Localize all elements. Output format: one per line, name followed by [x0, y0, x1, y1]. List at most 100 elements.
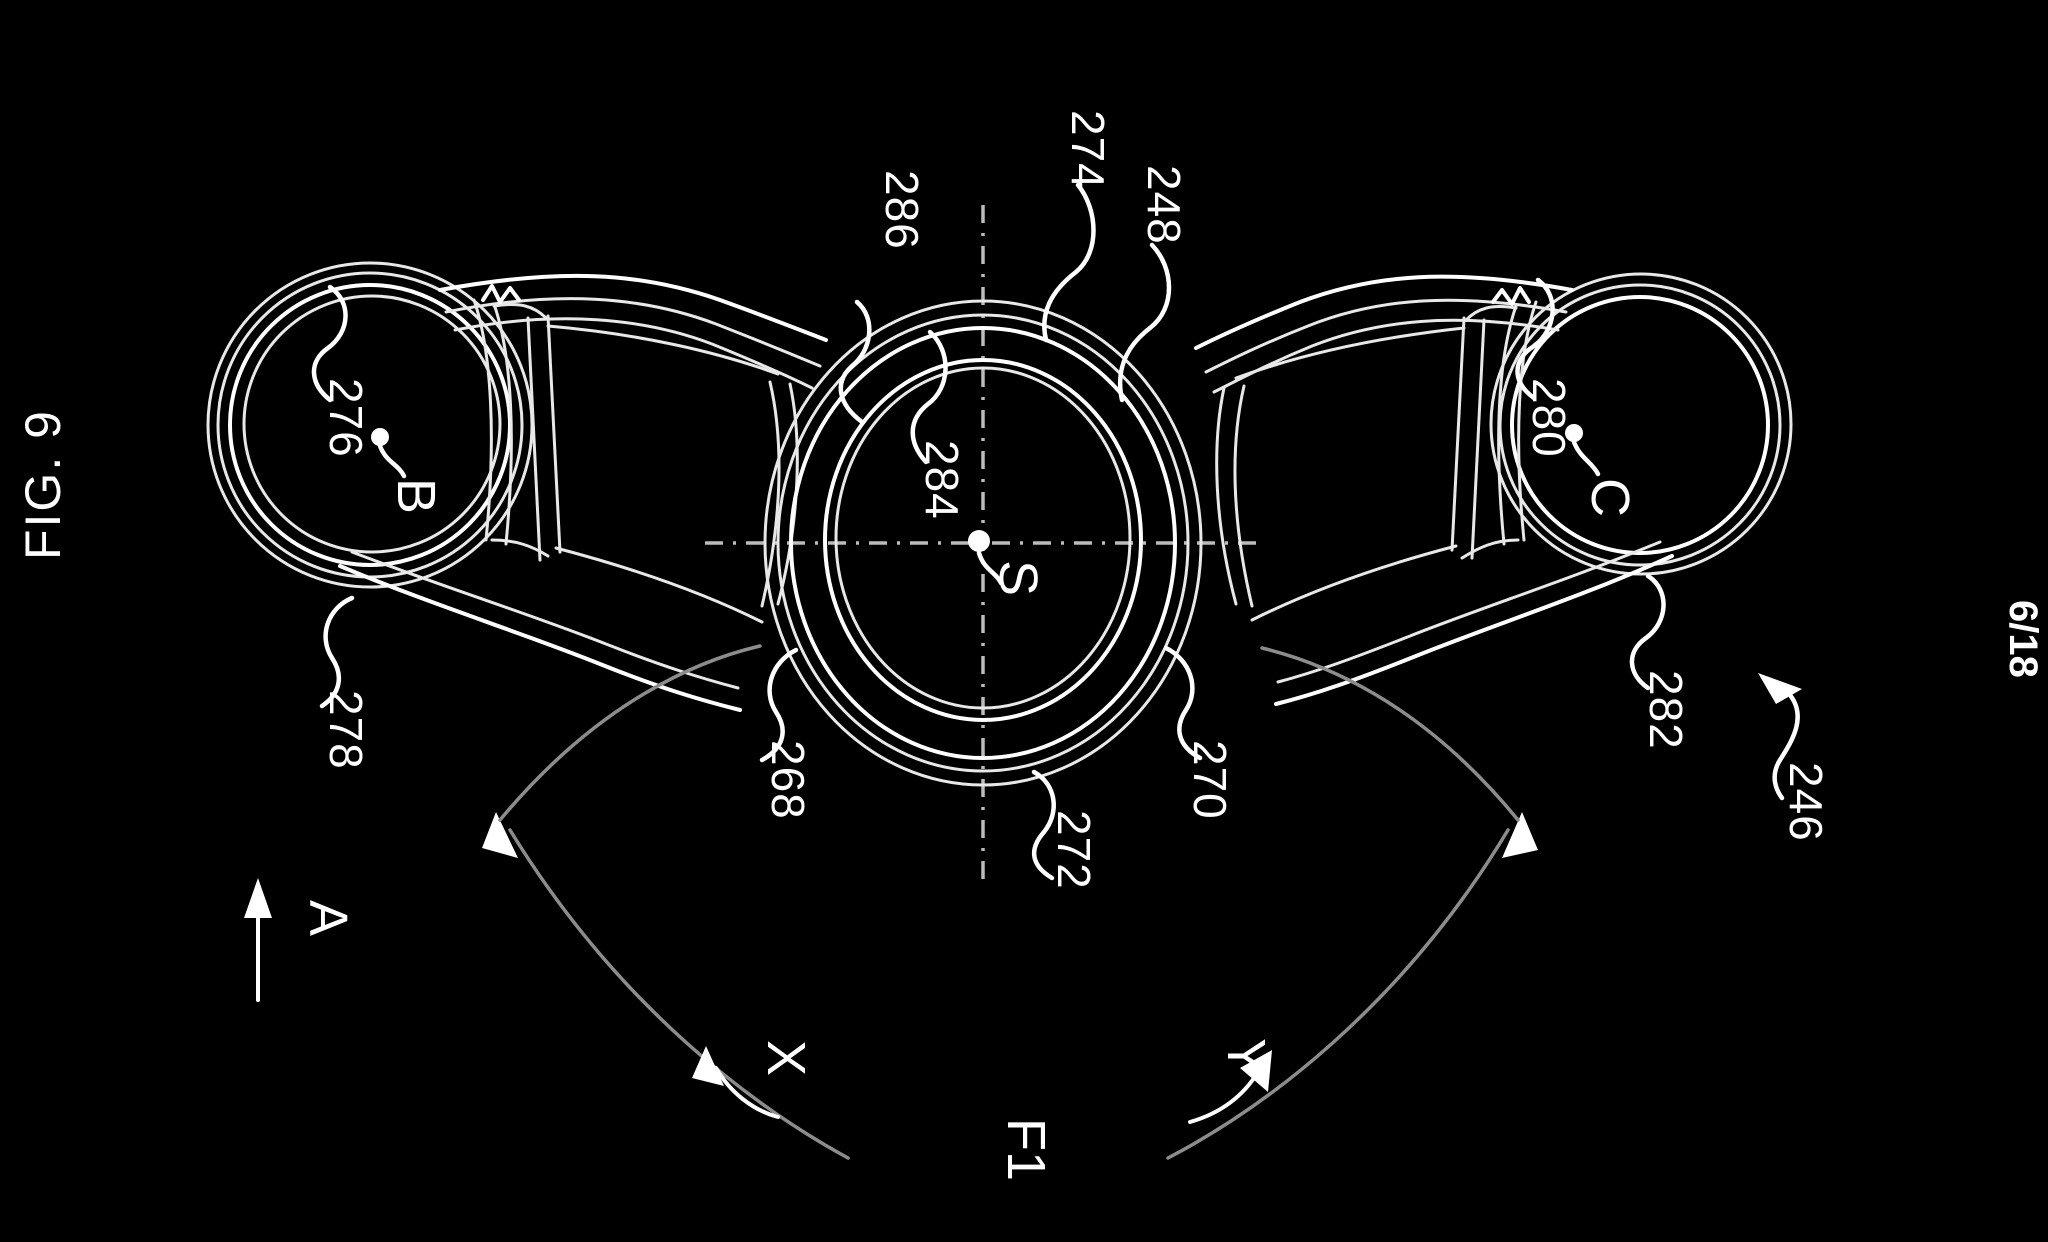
arc-left-upper — [498, 644, 762, 822]
callout-270: 270 — [1163, 645, 1236, 820]
right-upper-contour-inner-2 — [1212, 318, 1560, 394]
left-rib-edge-b — [546, 314, 562, 554]
right-rim-notch — [1491, 286, 1531, 306]
leader-C — [1571, 439, 1601, 477]
point-marker-B: B — [371, 428, 446, 514]
right-lower-contour-outer — [1274, 554, 1674, 706]
arc-right-upper — [1260, 646, 1520, 822]
callout-274: 274 — [1042, 110, 1114, 343]
arrow-X-curve — [714, 1066, 780, 1119]
left-pocket-top-join — [492, 303, 548, 320]
right-rib-edge-b — [1450, 316, 1466, 552]
arrow-Y-head — [1240, 1050, 1272, 1092]
callout-272: 272 — [1031, 769, 1100, 890]
leader-B — [377, 443, 407, 479]
right-upper-contour-outer — [1194, 274, 1574, 350]
left-boss-bore-circle — [242, 294, 502, 554]
ref-label-246: 246 — [1780, 762, 1832, 842]
leader-280 — [319, 595, 355, 709]
hub-outer-ellipse — [789, 326, 1177, 760]
arrowhead-246 — [1758, 673, 1802, 704]
right-rib-left-edge-2 — [1233, 384, 1254, 608]
point-marker-S: S — [968, 530, 1048, 596]
ref-label-268: 268 — [762, 740, 814, 820]
left-rim-notch — [481, 284, 521, 304]
left-rib-edge-a — [526, 316, 542, 562]
ref-label-280: 278 — [320, 690, 372, 770]
hub-bore-ellipse — [823, 358, 1143, 722]
right-pocket-top-join — [1464, 305, 1518, 322]
leader-274 — [1042, 182, 1096, 343]
point-label-S: S — [988, 560, 1048, 596]
left-rib-bottom — [554, 546, 764, 624]
hub-outer-ellipse-2 — [776, 313, 1190, 773]
left-upper-contour-inner-2 — [453, 317, 814, 390]
point-dot-C — [1565, 424, 1583, 442]
left-pocket-edge-b — [492, 302, 513, 546]
right-upper-contour-inner — [1204, 298, 1568, 374]
right-rib-left-edge — [1215, 386, 1238, 606]
left-rib-top — [546, 324, 780, 376]
direction-label-X: X — [756, 1040, 816, 1076]
right-lower-contour-inner — [1276, 540, 1662, 684]
ref-label-274: 274 — [1062, 110, 1114, 190]
point-dot-S — [968, 530, 990, 552]
leader-S — [976, 550, 1004, 586]
right-rib-bottom — [1250, 544, 1458, 622]
callout-248: 248 — [1117, 165, 1190, 403]
point-dot-B — [371, 428, 389, 446]
ref-label-270: 270 — [1184, 740, 1236, 820]
ref-label-272: 272 — [1048, 810, 1100, 890]
left-pocket-bottom-join — [490, 538, 550, 558]
right-rib-top — [1234, 326, 1466, 380]
leader-286 — [838, 299, 872, 425]
leader-278 — [1515, 277, 1555, 401]
callout-276: 276 — [311, 284, 372, 458]
arc-left — [508, 828, 850, 1160]
left-lower-contour-inner — [350, 550, 740, 690]
arrow-Y-curve — [1188, 1070, 1260, 1124]
leader-248 — [1117, 242, 1172, 403]
right-rib-edge-a — [1470, 318, 1486, 560]
left-upper-contour-inner — [444, 297, 822, 368]
left-pocket-edge-a — [472, 298, 493, 542]
right-boss-outer-circle — [1510, 295, 1770, 555]
angle-span-F1: X Y F1 — [482, 644, 1538, 1181]
direction-label-Y: Y — [1216, 1038, 1276, 1074]
ref-label-284: 284 — [916, 440, 968, 520]
right-boss-outer-circle-3 — [1489, 272, 1793, 576]
callout-284: 284 — [910, 329, 968, 520]
arc-left-arrowhead — [482, 812, 518, 858]
ref-label-278: 280 — [1523, 378, 1575, 458]
central-hub — [763, 299, 1203, 787]
point-marker-C: C — [1565, 424, 1640, 517]
arc-right — [1166, 828, 1510, 1160]
arrow-A-head — [244, 878, 272, 918]
page-number: 6/18 — [2001, 600, 2045, 678]
ref-label-248: 248 — [1138, 165, 1190, 245]
hub-bore-ellipse-2 — [834, 366, 1132, 710]
callout-246: 246 — [1758, 673, 1832, 842]
leader-282 — [1629, 573, 1666, 691]
rocker-body-right-wing — [1194, 272, 1793, 706]
left-rib-right-edge-2 — [760, 380, 781, 608]
callout-268: 268 — [759, 647, 814, 820]
right-pocket-edge-a — [1517, 300, 1538, 542]
leader-246 — [1772, 692, 1800, 801]
arc-right-arrowhead — [1502, 812, 1538, 858]
callout-282: 282 — [1629, 573, 1692, 750]
right-pocket-edge-b — [1497, 304, 1518, 546]
hub-outer-ellipse-3 — [763, 299, 1203, 787]
leader-284 — [910, 329, 948, 465]
point-label-C: C — [1580, 478, 1640, 517]
direction-label-A: A — [298, 900, 358, 936]
left-lower-contour-outer — [338, 564, 742, 712]
rocker-body-left-wing — [206, 261, 828, 712]
callout-278: 280 — [1515, 277, 1575, 458]
leader-276 — [311, 284, 348, 403]
callout-280: 278 — [319, 595, 372, 770]
arrow-X-head — [692, 1046, 724, 1086]
callout-286: 286 — [838, 170, 928, 425]
